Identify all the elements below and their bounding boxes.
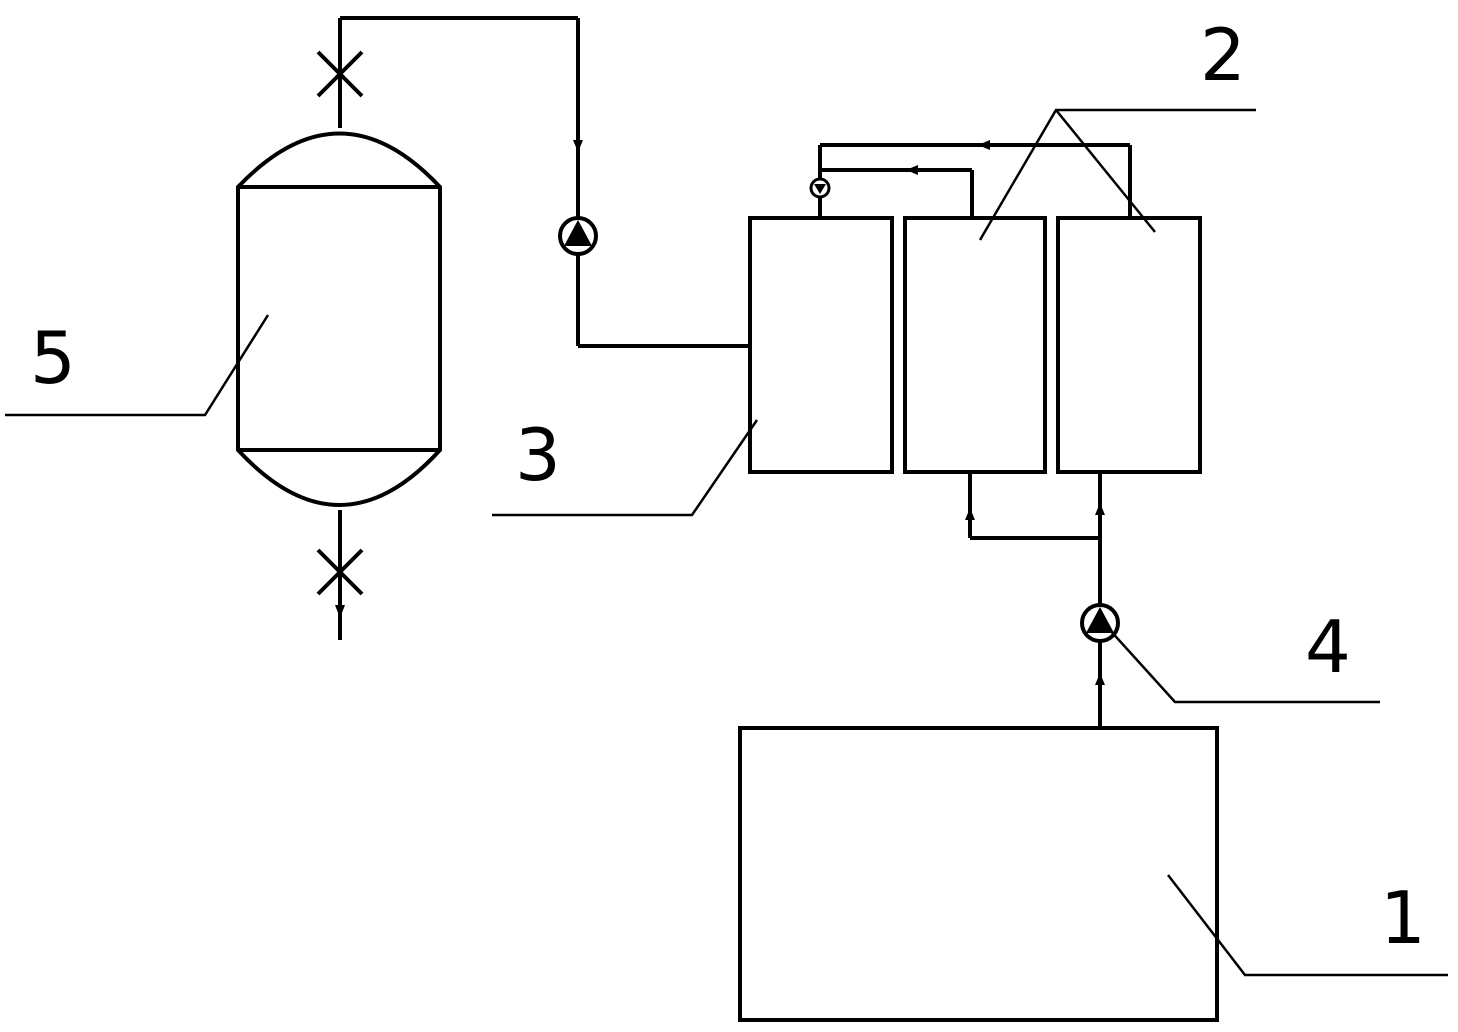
top-interconnect-pipes xyxy=(818,143,1132,218)
leader-3 xyxy=(492,419,759,517)
flow-arrow-icon xyxy=(965,508,975,520)
valve-icon xyxy=(316,548,364,596)
flow-arrow-icon xyxy=(906,165,918,175)
pump-icon xyxy=(558,216,598,256)
label-3: 3 xyxy=(515,413,561,497)
leader-1 xyxy=(1167,874,1448,977)
flow-arrow-icon xyxy=(573,140,583,152)
label-2: 2 xyxy=(1200,13,1246,97)
tank-1-box xyxy=(738,726,1219,1022)
flow-arrow-icon xyxy=(1095,673,1105,685)
vessel-top-pipe xyxy=(338,16,750,348)
pump-icon xyxy=(1080,603,1120,643)
leader-5 xyxy=(5,314,270,417)
valve-icon xyxy=(316,50,364,98)
label-5: 5 xyxy=(30,316,76,400)
vessel-5 xyxy=(236,131,442,507)
label-1: 1 xyxy=(1380,876,1426,960)
flow-arrow-icon xyxy=(1095,503,1105,515)
bottom-interconnect-pipes xyxy=(968,472,1102,728)
unit-3-box xyxy=(748,216,894,474)
unit-2b-box xyxy=(1056,216,1202,474)
flow-arrow-icon xyxy=(335,605,345,618)
flow-arrow-icon xyxy=(978,140,990,150)
valve-icon xyxy=(809,177,831,199)
leader-4 xyxy=(1107,627,1380,704)
leader-2-branch xyxy=(1055,109,1156,233)
label-4: 4 xyxy=(1305,605,1351,689)
unit-2a-box xyxy=(903,216,1047,474)
